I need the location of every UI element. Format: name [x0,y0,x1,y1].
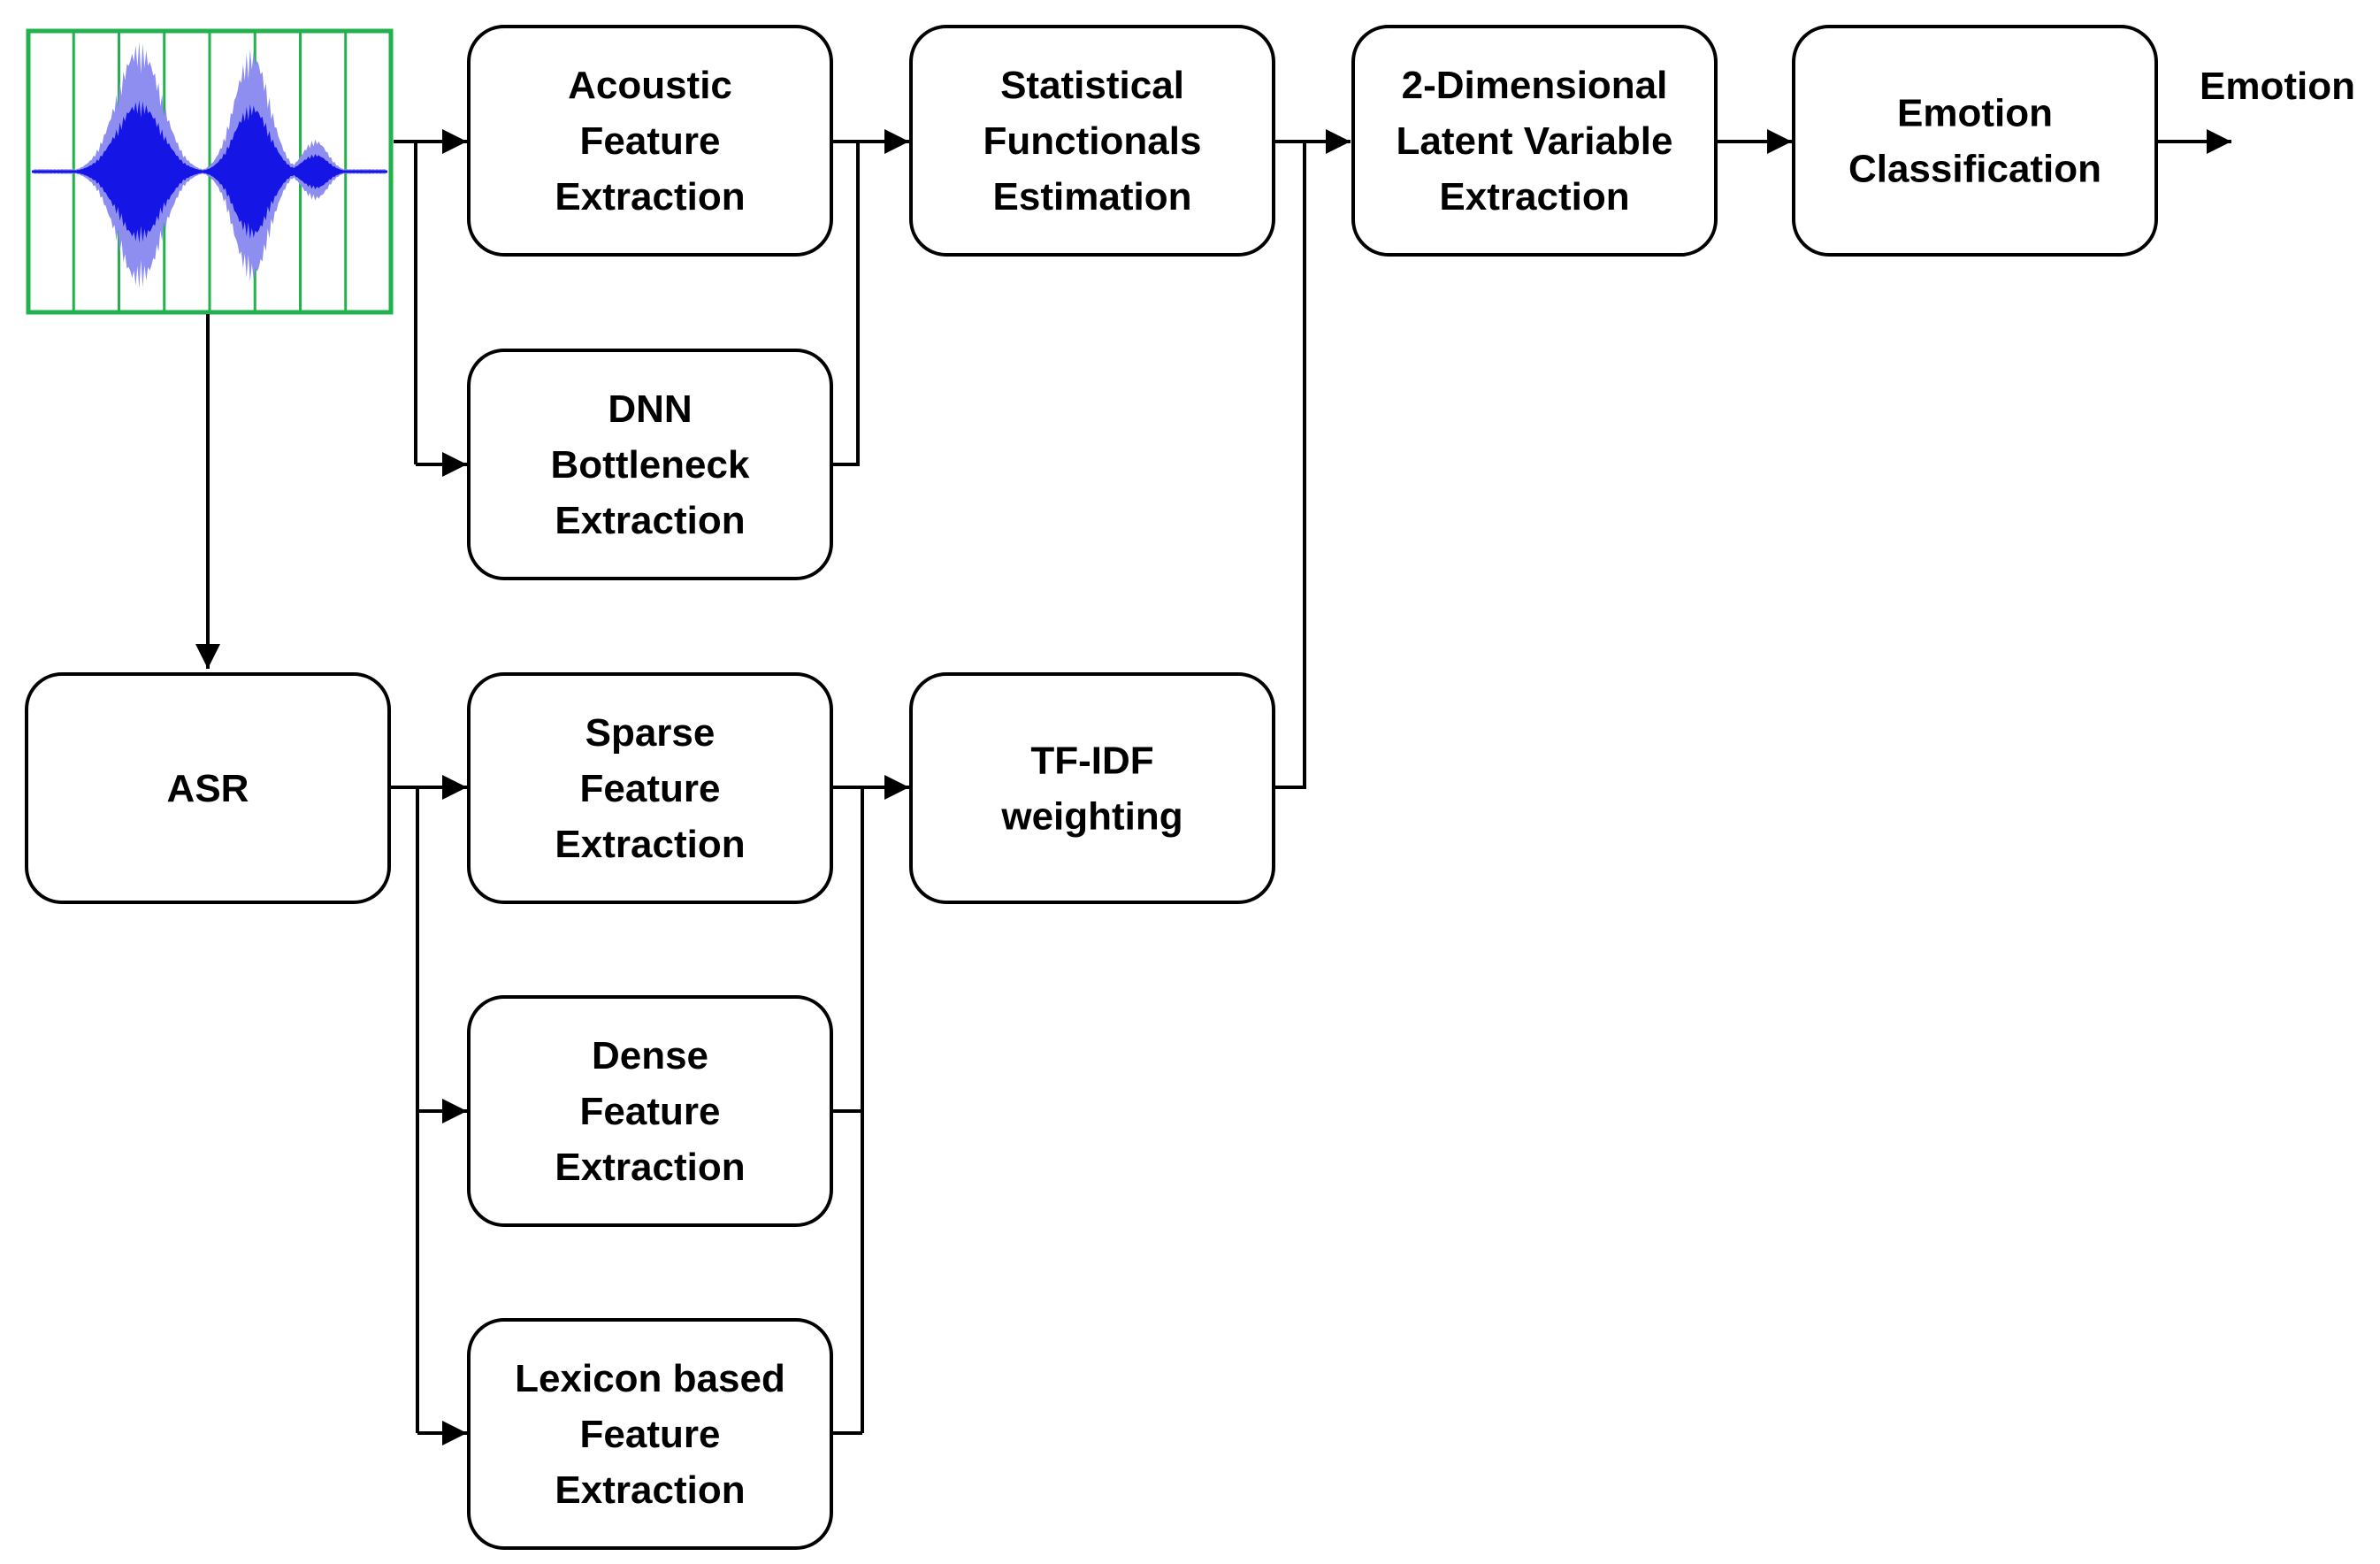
dnn-label-line: Bottleneck [551,443,750,487]
acoustic-label-line: Acoustic [568,64,732,107]
dense-box-outline [467,995,833,1227]
tfidf-box-outline [909,672,1275,904]
waveform-envelope [34,42,386,289]
statistical-label-line: Functionals [983,119,1202,163]
statistical-label-line: Statistical [1000,64,1184,107]
sparse-box-outline [467,672,833,904]
emotion-classification-label-line: Emotion [1897,92,2053,135]
waveform-signal [32,42,387,289]
latent-box-outline [1351,25,1718,257]
dense-label-line: Dense [592,1034,708,1077]
connectors [195,129,2231,1445]
sparse-label-line: Extraction [555,823,745,866]
acoustic-label-line: Extraction [555,175,745,218]
statistical-box-outline [909,25,1275,257]
acoustic-label-line: Feature [580,119,721,163]
dnn-box-outline [467,349,833,580]
latent-label-line: Extraction [1439,175,1629,218]
merge-tfidf [1274,142,1306,789]
asr-box: ASR [25,672,391,904]
dense-label-line: Extraction [555,1146,745,1189]
tfidf-label-line: TF-IDF [1030,740,1153,783]
statistical-label-line: Estimation [993,175,1192,218]
dense-label-line: Feature [580,1090,721,1133]
dnn-label-line: DNN [608,387,692,431]
acoustic-box-outline [467,25,833,257]
sparse-label-line: Feature [580,767,721,810]
lexicon-box-outline [467,1318,833,1550]
dnn-label-line: Extraction [555,499,745,542]
sparse-label-line: Sparse [585,711,716,755]
speech-waveform-image [26,28,394,315]
emotion-classification-box-outline [1792,25,2158,257]
latent-label-line: 2-Dimensional [1402,64,1668,107]
tfidf-weighting-box: TF-IDF weighting [909,672,1275,904]
lexicon-label-line: Feature [580,1413,721,1456]
emotion-classification-label-line: Classification [1848,148,2101,191]
lexicon-label-line: Lexicon based [515,1357,785,1400]
lexicon-label-line: Extraction [555,1468,745,1512]
asr-label-line: ASR [167,767,249,810]
tfidf-label-line: weighting [1000,795,1182,839]
merge-dnn [833,142,860,466]
asr-box-outline [25,672,391,904]
latent-label-line: Latent Variable [1396,119,1672,163]
emotion-output-label: Emotion [2200,65,2355,108]
